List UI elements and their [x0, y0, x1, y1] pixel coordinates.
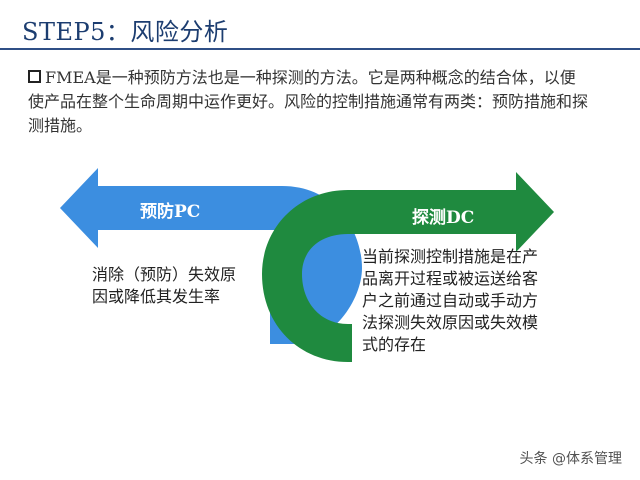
detection-arrow — [262, 172, 554, 362]
title-divider — [0, 48, 640, 50]
page-title: STEP5：风险分析 — [22, 18, 229, 46]
watermark: 头条 @体系管理 — [519, 451, 622, 467]
detection-label: 探测DC — [412, 208, 475, 228]
square-bullet-icon — [28, 70, 41, 83]
detection-description: 当前探测控制措施是在产品离开过程或被运送给客户之前通过自动或手动方法探测失效原因… — [362, 247, 539, 354]
intro-paragraph: FMEA是一种预防方法也是一种探测的方法。它是两种概念的结合体，以便使产品在整个… — [28, 66, 588, 138]
prevention-description: 消除（预防）失效原因或降低其发生率 — [92, 265, 237, 306]
prevention-label: 预防PC — [140, 202, 201, 222]
intro-text: FMEA是一种预防方法也是一种探测的方法。它是两种概念的结合体，以便使产品在整个… — [28, 68, 589, 135]
